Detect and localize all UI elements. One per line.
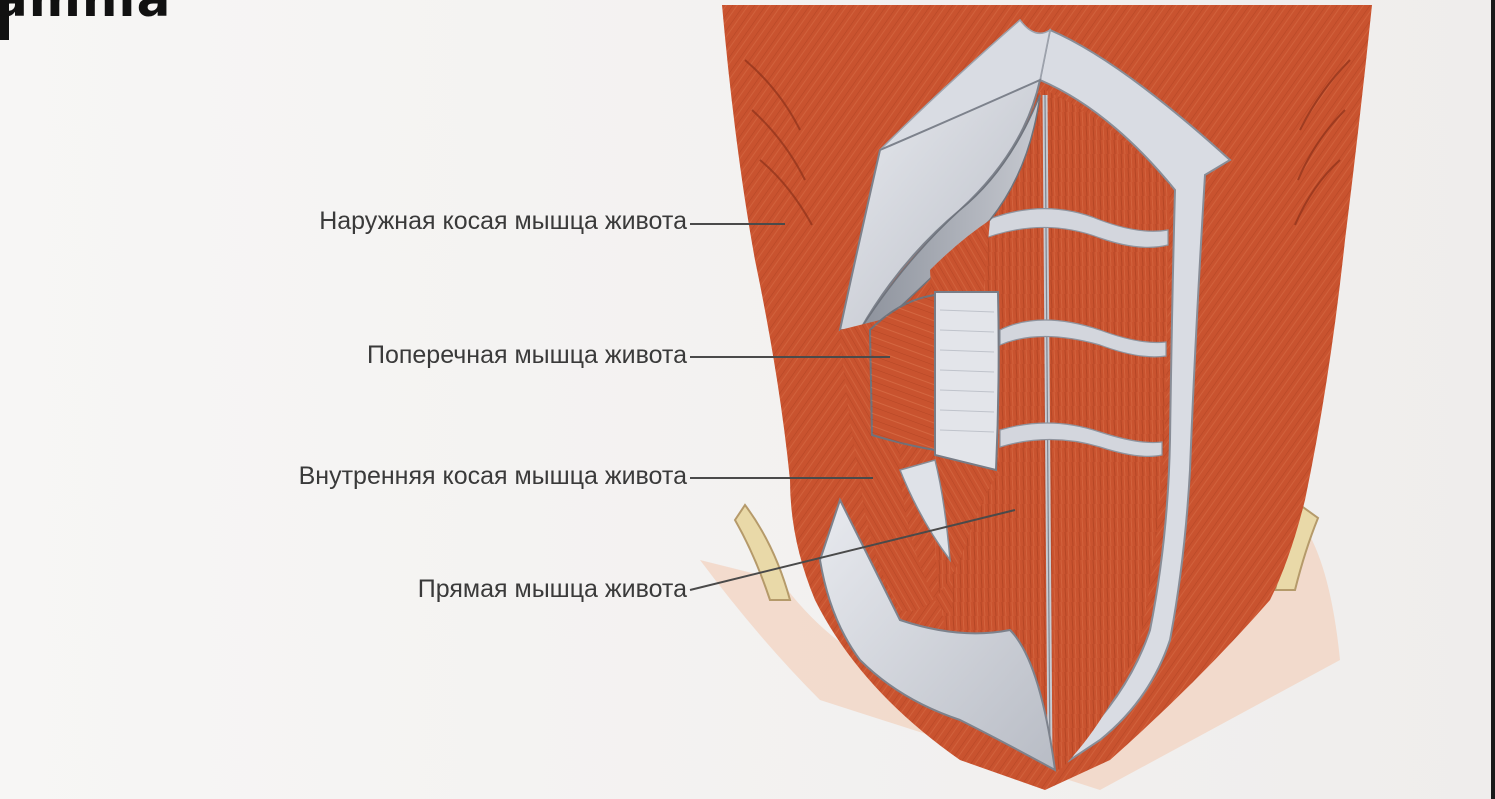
label-rectus: Прямая мышца живота (418, 577, 687, 602)
label-external-oblique: Наружная косая мышца живота (319, 209, 687, 234)
transverse-aponeurosis (935, 292, 999, 470)
label-internal-oblique: Внутренняя косая мышца живота (299, 464, 687, 489)
cropped-header-text: amnia (0, 0, 171, 24)
right-edge-bar (1491, 0, 1495, 799)
label-transverse: Поперечная мышца живота (367, 343, 687, 368)
